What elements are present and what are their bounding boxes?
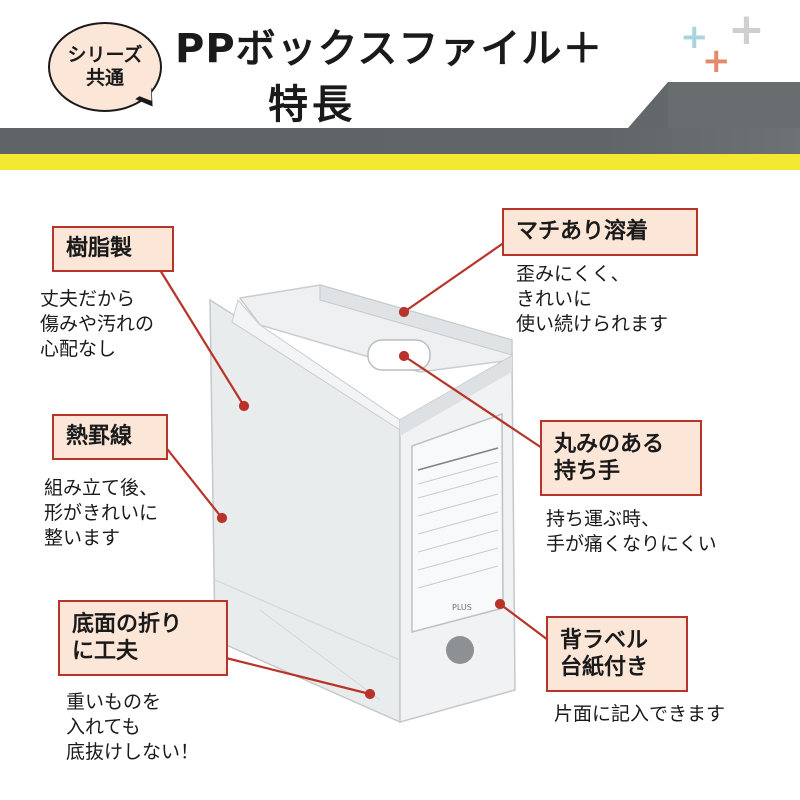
front-crease bbox=[214, 579, 401, 661]
desc-handle-line1: 持ち運ぶ時、 bbox=[546, 508, 661, 530]
badge-line1: シリーズ bbox=[67, 44, 143, 67]
desc-resin-line1: 丈夫だから bbox=[40, 288, 136, 310]
dot-crease bbox=[216, 512, 228, 524]
desc-handle: 持ち運ぶ時、 手が痛くなりにくい bbox=[546, 507, 717, 557]
desc-gusset: 歪みにくく、 きれいに 使い続けられます bbox=[516, 262, 668, 337]
spine-top-fold bbox=[400, 356, 512, 436]
desc-resin: 丈夫だから 傷みや汚れの 心配なし bbox=[40, 287, 154, 362]
page-title: PPボックスファイル＋ bbox=[175, 26, 604, 72]
series-badge: シリーズ 共通 bbox=[48, 22, 162, 112]
desc-bottom-line2: 入れても bbox=[66, 716, 141, 739]
plus-icon-teal: + bbox=[680, 17, 709, 57]
desc-crease-line3: 整います bbox=[44, 527, 121, 550]
desc-bottom-line1: 重いものを bbox=[66, 691, 162, 713]
desc-crease-line2: 形がきれいに bbox=[44, 502, 159, 525]
tag-resin: 樹脂製 bbox=[52, 226, 174, 272]
label-title-line bbox=[417, 447, 499, 471]
leader-bottom bbox=[225, 656, 371, 696]
page-subtitle: 特長 bbox=[268, 82, 356, 128]
banner-yellow bbox=[0, 154, 800, 170]
tag-bottom-line2: に工夫 bbox=[72, 639, 139, 664]
dot-spine bbox=[494, 598, 506, 610]
leader-crease bbox=[159, 439, 223, 519]
tag-spine: 背ラベル 台紙付き bbox=[546, 616, 688, 692]
desc-bottom-line3: 底抜けしない！ bbox=[66, 741, 200, 764]
leader-handle bbox=[403, 355, 543, 449]
badge-line2: 共通 bbox=[85, 67, 124, 89]
tag-resin-label: 樹脂製 bbox=[66, 236, 133, 262]
desc-gusset-line3: 使い続けられます bbox=[516, 313, 669, 336]
plus-icon-gray: + bbox=[728, 4, 765, 55]
desc-gusset-line2: きれいに bbox=[516, 288, 593, 311]
leader-spine bbox=[499, 603, 549, 641]
leader-gusset bbox=[403, 241, 506, 313]
dot-gusset bbox=[398, 306, 410, 318]
desc-crease-line1: 組み立て後、 bbox=[44, 477, 159, 499]
tag-crease-label: 熱罫線 bbox=[66, 424, 133, 450]
label-lines bbox=[417, 461, 499, 589]
desc-bottom: 重いものを 入れても 底抜けしない！ bbox=[66, 690, 199, 765]
banner-gray bbox=[0, 128, 800, 154]
tag-spine-line1: 背ラベル bbox=[560, 627, 649, 653]
tag-gusset: マチあり溶着 bbox=[502, 208, 698, 256]
tag-handle-line2: 持ち手 bbox=[554, 459, 621, 484]
bottom-fold bbox=[259, 609, 381, 701]
leader-resin bbox=[159, 269, 245, 407]
plus-icon-orange: + bbox=[702, 41, 731, 81]
tag-gusset-label: マチあり溶着 bbox=[516, 219, 649, 245]
banner-top bbox=[668, 82, 800, 128]
desc-crease: 組み立て後、 形がきれいに 整います bbox=[44, 476, 158, 551]
desc-spine-line1: 片面に記入できます bbox=[554, 703, 726, 725]
tag-crease: 熱罫線 bbox=[52, 414, 168, 460]
banner-slope bbox=[628, 82, 668, 128]
tag-handle: 丸みのある 持ち手 bbox=[540, 420, 702, 496]
desc-resin-line2: 傷みや汚れの bbox=[40, 313, 155, 336]
tag-bottom-line1: 底面の折り bbox=[72, 611, 183, 637]
dot-resin bbox=[238, 400, 250, 412]
box-back-rim bbox=[319, 284, 513, 356]
dot-handle bbox=[398, 350, 410, 362]
desc-handle-line2: 手が痛くなりにくい bbox=[546, 533, 717, 556]
dot-bottom bbox=[364, 688, 376, 700]
desc-gusset-line1: 歪みにくく、 bbox=[516, 263, 630, 285]
brand-label: PLUS bbox=[452, 603, 472, 612]
tag-handle-line1: 丸みのある bbox=[554, 431, 665, 457]
tag-spine-line2: 台紙付き bbox=[560, 655, 649, 680]
finger-hole bbox=[446, 636, 474, 664]
desc-spine: 片面に記入できます bbox=[554, 702, 725, 727]
desc-resin-line3: 心配なし bbox=[40, 338, 117, 361]
tag-bottom: 底面の折り に工夫 bbox=[58, 600, 228, 676]
